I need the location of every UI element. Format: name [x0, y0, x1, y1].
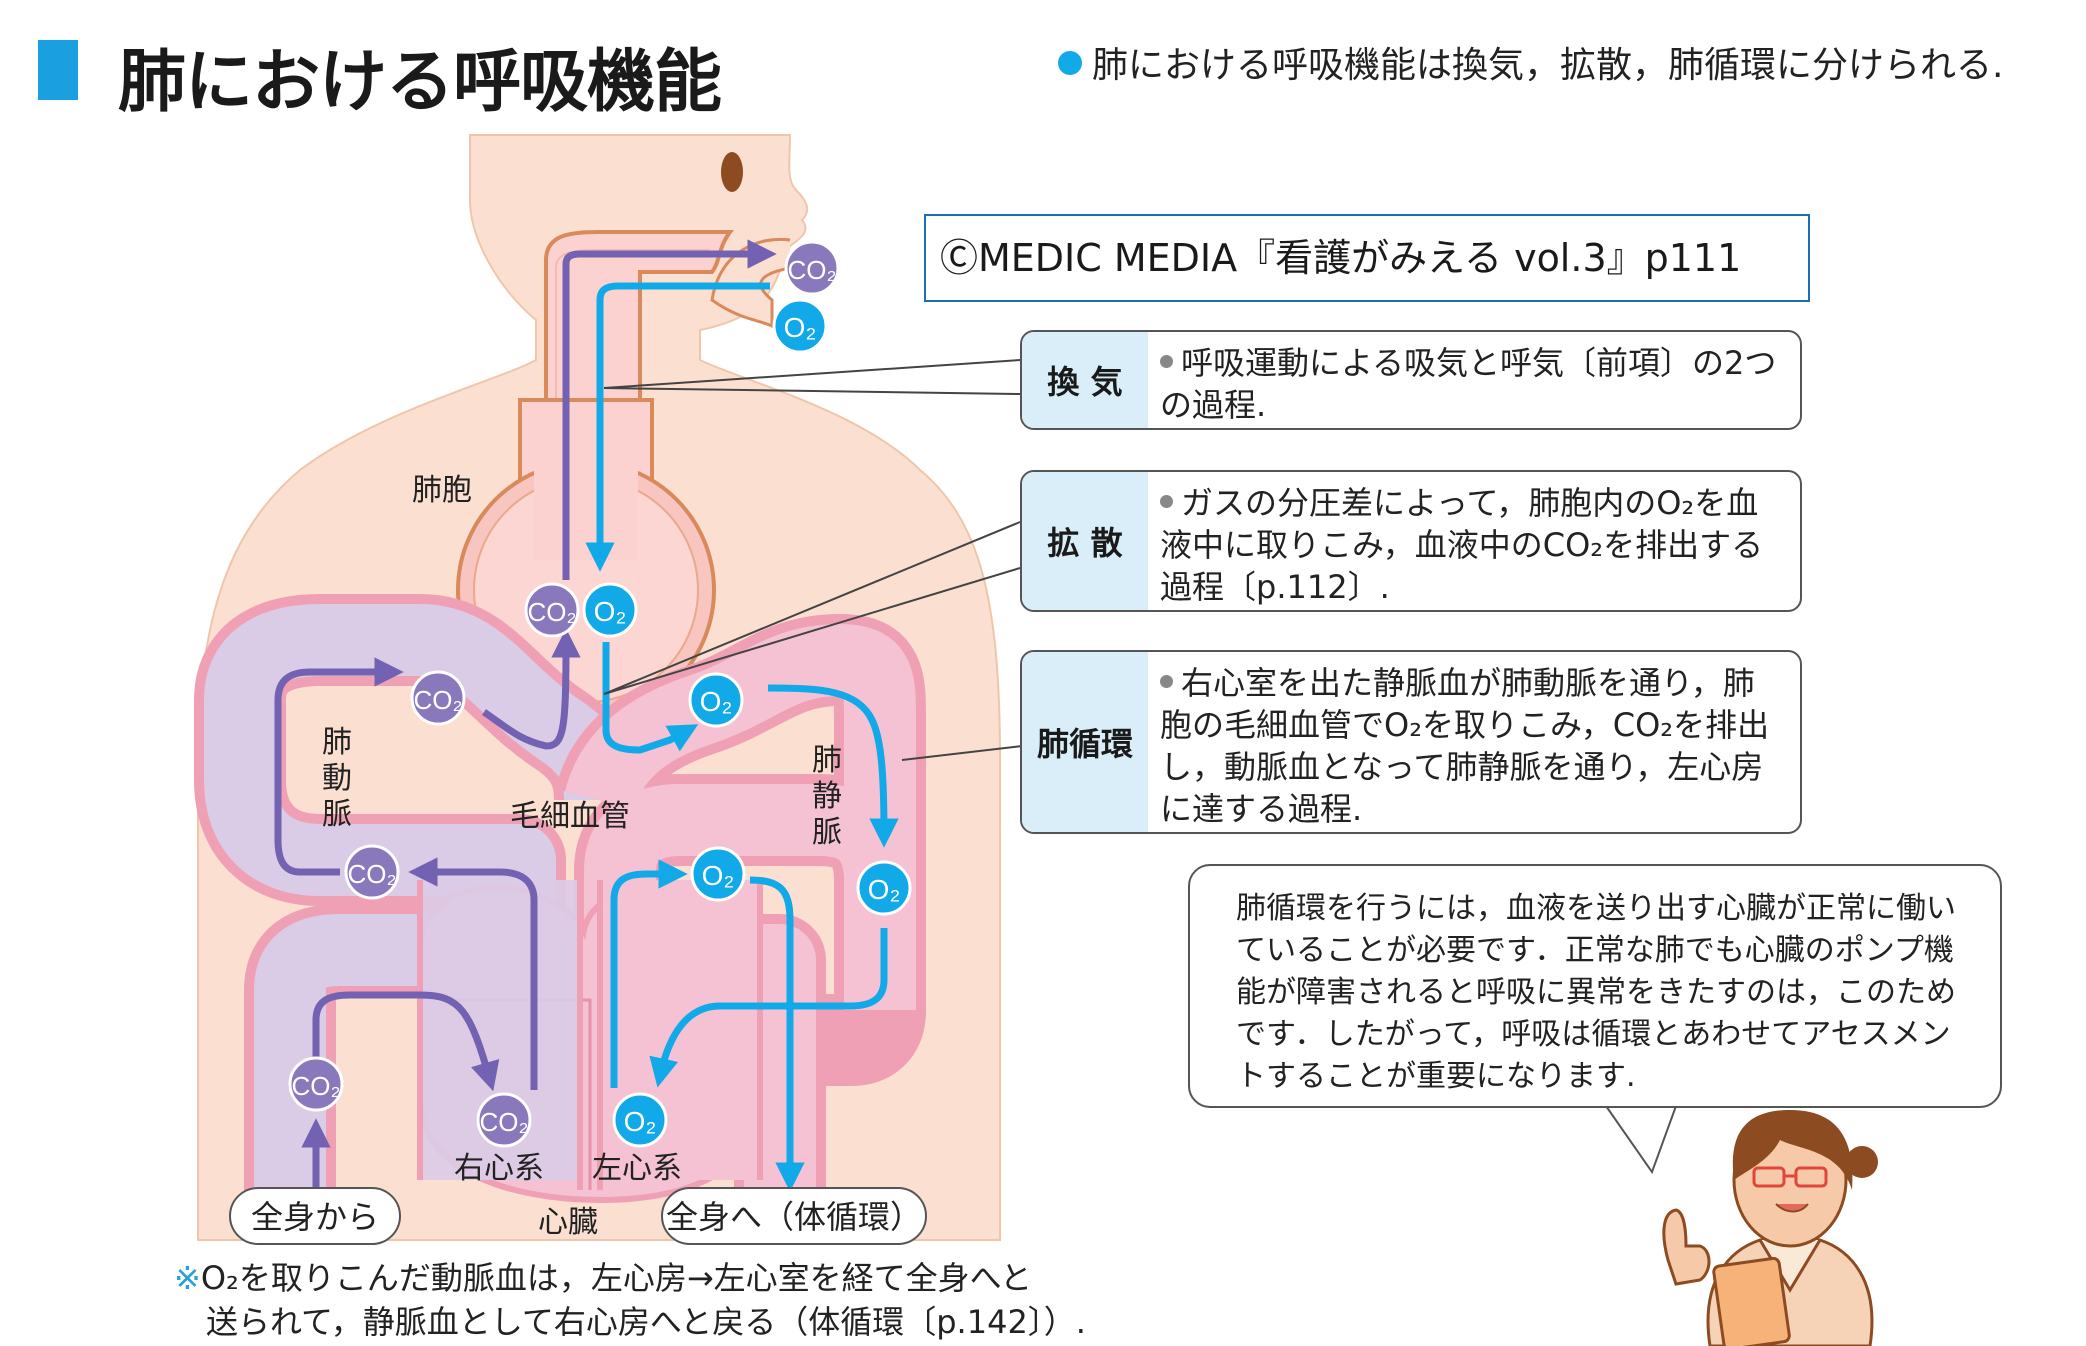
bullet-icon — [1160, 355, 1173, 368]
summary-bullet-icon — [1058, 51, 1082, 75]
nurse-illustration — [1662, 1110, 1878, 1346]
leader-line-diffusion — [603, 521, 1021, 695]
callout-ventilation: 換 気 呼吸運動による吸気と呼気〔前項〕の2つの過程. — [1020, 330, 1802, 430]
callout-label: 換 気 — [1022, 332, 1148, 428]
footnote-line-1-text: O₂を取りこんだ動脈血は，左心房→左心室を経て全身へと — [200, 1259, 1033, 1297]
o2-molecule: O₂ — [688, 672, 744, 728]
svg-text:CO₂: CO₂ — [527, 597, 576, 627]
callout-pulmonary-circulation: 肺循環 右心室を出た静脈血が肺動脈を通り，肺胞の毛細血管でO₂を取りこみ，CO₂… — [1020, 650, 1802, 834]
callout-text-content: 右心室を出た静脈血が肺動脈を通り，肺胞の毛細血管でO₂を取りこみ，CO₂を排出し… — [1160, 664, 1770, 828]
callout-text-content: ガスの分圧差によって，肺胞内のO₂を血液中に取りこみ，血液中のCO₂を排出する過… — [1160, 484, 1764, 606]
label-pulmonary-artery-2: 動 — [322, 762, 352, 795]
summary-label: 肺における呼吸機能は換気，拡散，肺循環に分けられる. — [1092, 45, 2004, 86]
callout-text: 呼吸運動による吸気と呼気〔前項〕の2つの過程. — [1148, 332, 1800, 428]
label-left-heart: 左心系 — [592, 1152, 682, 1185]
bullet-icon — [1160, 675, 1173, 688]
co2-molecule: CO₂ — [288, 1056, 344, 1112]
label-pulmonary-vein-3: 脈 — [812, 816, 842, 849]
o2-molecule: O₂ — [772, 298, 828, 354]
svg-text:O₂: O₂ — [700, 686, 733, 717]
svg-text:O₂: O₂ — [594, 596, 627, 627]
label-heart: 心臓 — [538, 1206, 598, 1239]
co2-molecule: CO₂ — [524, 582, 580, 638]
leader-line-circulation — [901, 745, 1023, 761]
summary-text: 肺における呼吸機能は換気，拡散，肺循環に分けられる. — [1058, 36, 2003, 88]
svg-text:O₂: O₂ — [868, 874, 901, 905]
svg-text:CO₂: CO₂ — [787, 255, 836, 285]
footnote-line-2: 送られて，静脈血として右心房へと戻る（体循環〔p.142〕）. — [206, 1303, 1086, 1341]
svg-text:CO₂: CO₂ — [347, 859, 396, 889]
label-right-heart: 右心系 — [454, 1152, 544, 1185]
svg-text:CO₂: CO₂ — [413, 685, 462, 715]
footnote-line-1: ※O₂を取りこんだ動脈血は，左心房→左心室を経て全身へと — [174, 1256, 1134, 1300]
svg-text:O₂: O₂ — [624, 1106, 657, 1137]
callout-diffusion: 拡 散 ガスの分圧差によって，肺胞内のO₂を血液中に取りこみ，血液中のCO₂を排… — [1020, 470, 1802, 612]
page-title: 肺における呼吸機能 — [118, 43, 722, 122]
callout-text: ガスの分圧差によって，肺胞内のO₂を血液中に取りこみ，血液中のCO₂を排出する過… — [1148, 472, 1800, 610]
callout-label: 拡 散 — [1022, 472, 1148, 610]
label-pulmonary-artery-3: 脈 — [322, 798, 352, 831]
svg-text:O₂: O₂ — [784, 312, 817, 343]
callout-label: 肺循環 — [1022, 652, 1148, 832]
callout-text: 右心室を出た静脈血が肺動脈を通り，肺胞の毛細血管でO₂を取りこみ，CO₂を排出し… — [1148, 652, 1800, 832]
label-from-body: 全身から — [251, 1199, 379, 1235]
label-pulmonary-vein-2: 静 — [812, 780, 842, 813]
footnote-mark: ※ — [174, 1259, 201, 1297]
title-accent-bar — [38, 40, 78, 100]
label-alveolus: 肺胞 — [412, 474, 472, 507]
svg-text:CO₂: CO₂ — [291, 1071, 340, 1101]
o2-molecule: O₂ — [856, 860, 912, 916]
from-body-pill — [229, 1187, 401, 1245]
co2-molecule: CO₂ — [784, 240, 840, 296]
co2-molecule: CO₂ — [410, 670, 466, 726]
label-to-body: 全身へ（体循環） — [666, 1199, 922, 1235]
label-pulmonary-vein-1: 肺 — [812, 744, 842, 777]
copyright-box: ⒸMEDIC MEDIA『看護がみえる vol.3』p111 — [924, 214, 1810, 302]
co2-molecule: CO₂ — [476, 1092, 532, 1148]
co2-molecule: CO₂ — [344, 844, 400, 900]
callout-text-content: 呼吸運動による吸気と呼気〔前項〕の2つの過程. — [1160, 344, 1777, 424]
note-bubble: 肺循環を行うには，血液を送り出す心臓が正常に働いていることが必要です．正常な肺で… — [1188, 864, 2002, 1108]
eye — [721, 152, 743, 192]
to-body-pill — [661, 1187, 927, 1245]
o2-molecule: O₂ — [612, 1092, 668, 1148]
bullet-icon — [1160, 495, 1173, 508]
svg-text:CO₂: CO₂ — [479, 1107, 528, 1137]
o2-molecule: O₂ — [582, 582, 638, 638]
footnote: ※O₂を取りこんだ動脈血は，左心房→左心室を経て全身へと 送られて，静脈血として… — [174, 1256, 1134, 1344]
note-bubble-tail — [1605, 1105, 1677, 1175]
svg-text:O₂: O₂ — [702, 860, 735, 891]
label-capillary: 毛細血管 — [510, 800, 630, 833]
leader-line-ventilation — [603, 359, 1021, 395]
label-pulmonary-artery-1: 肺 — [322, 726, 352, 759]
o2-molecule: O₂ — [690, 846, 746, 902]
